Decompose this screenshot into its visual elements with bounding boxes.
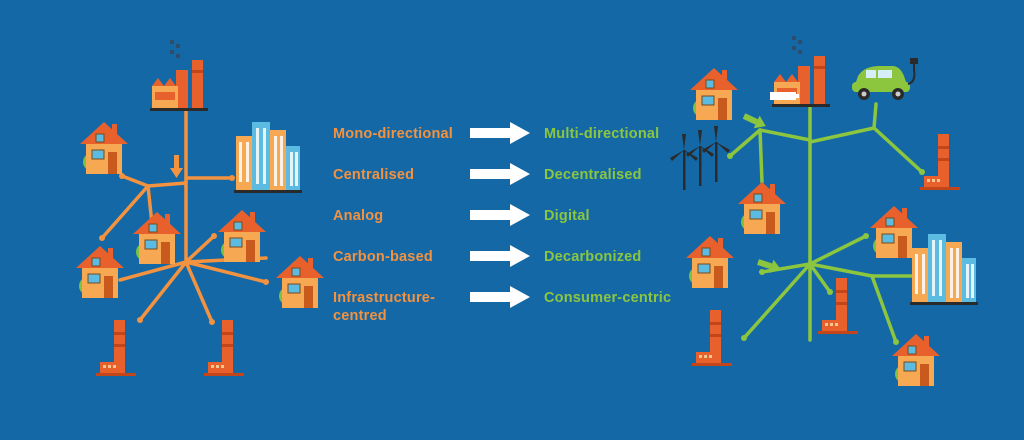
new-grid: [728, 102, 924, 344]
factory-icon: [920, 134, 960, 190]
office-buildings-icon: [234, 122, 302, 193]
flow-arrow-icon: [742, 113, 766, 129]
house-icon: [75, 245, 125, 299]
old-label-analog: Analog: [333, 208, 384, 224]
house-icon: [217, 209, 267, 263]
house-icon: [891, 333, 941, 387]
house-icon: [275, 255, 325, 309]
power-plant-icon: [150, 40, 208, 111]
factory-icon: [96, 320, 136, 376]
old-label-centralised: Centralised: [333, 167, 415, 183]
office-buildings-icon: [910, 234, 978, 305]
electric-car-icon: [852, 58, 918, 100]
house-icon: [869, 205, 919, 259]
transition-arrow-icon: [470, 204, 530, 226]
transition-arrow-icon: [470, 122, 530, 144]
factory-icon: [204, 320, 244, 376]
transition-arrow-icon: [470, 245, 530, 267]
old-label-carbon-based: Carbon-based: [333, 249, 433, 265]
house-icon: [689, 67, 739, 121]
new-label-consumer-centric: Consumer-centric: [544, 290, 672, 306]
house-icon: [132, 211, 182, 265]
transition-arrow-icon: [470, 286, 530, 308]
transition-arrow-icon: [470, 163, 530, 185]
new-label-digital: Digital: [544, 208, 590, 224]
house-icon: [79, 121, 129, 175]
new-label-decentralised: Decentralised: [544, 167, 642, 183]
flow-arrow-icon: [170, 155, 183, 178]
factory-icon: [692, 310, 732, 366]
old-label-infrastructure-centred: Infrastructure-centred: [333, 290, 436, 324]
new-label-multi-directional: Multi-directional: [544, 126, 660, 142]
house-icon: [737, 181, 787, 235]
new-label-decarbonized: Decarbonized: [544, 249, 642, 265]
flow-arrow-icon: [757, 259, 781, 273]
old-label-mono-directional: Mono-directional: [333, 126, 453, 142]
battery-icon: [770, 92, 799, 100]
